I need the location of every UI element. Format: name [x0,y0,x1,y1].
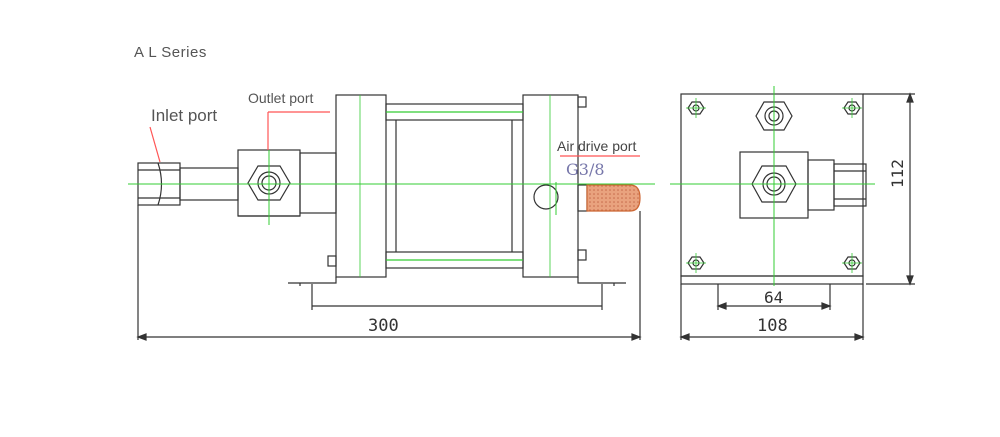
width-dimension-label: 108 [757,316,788,336]
thread-size-label: G3/8 [566,160,605,179]
center-fitting [739,151,867,219]
length-dimension-label: 300 [368,316,399,336]
side-view [128,94,655,341]
series-title: A L Series [134,44,207,61]
outlet-body [237,149,337,217]
inlet-leader [149,126,161,163]
dimension-300 [136,205,642,341]
dimension-108 [679,284,865,341]
air-drive-port-label: Air drive port [557,138,637,154]
dimension-112 [863,92,915,286]
height-dimension-label: 112 [888,159,907,188]
dimension-64 [716,284,832,310]
inlet-port-label: Inlet port [151,106,218,125]
hole-spacing-dimension-label: 64 [764,288,784,307]
end-view [670,86,915,341]
cylinder-assembly [327,94,588,278]
muffler [586,184,641,212]
mounting-bracket [288,277,626,286]
outlet-port-label: Outlet port [248,90,314,106]
